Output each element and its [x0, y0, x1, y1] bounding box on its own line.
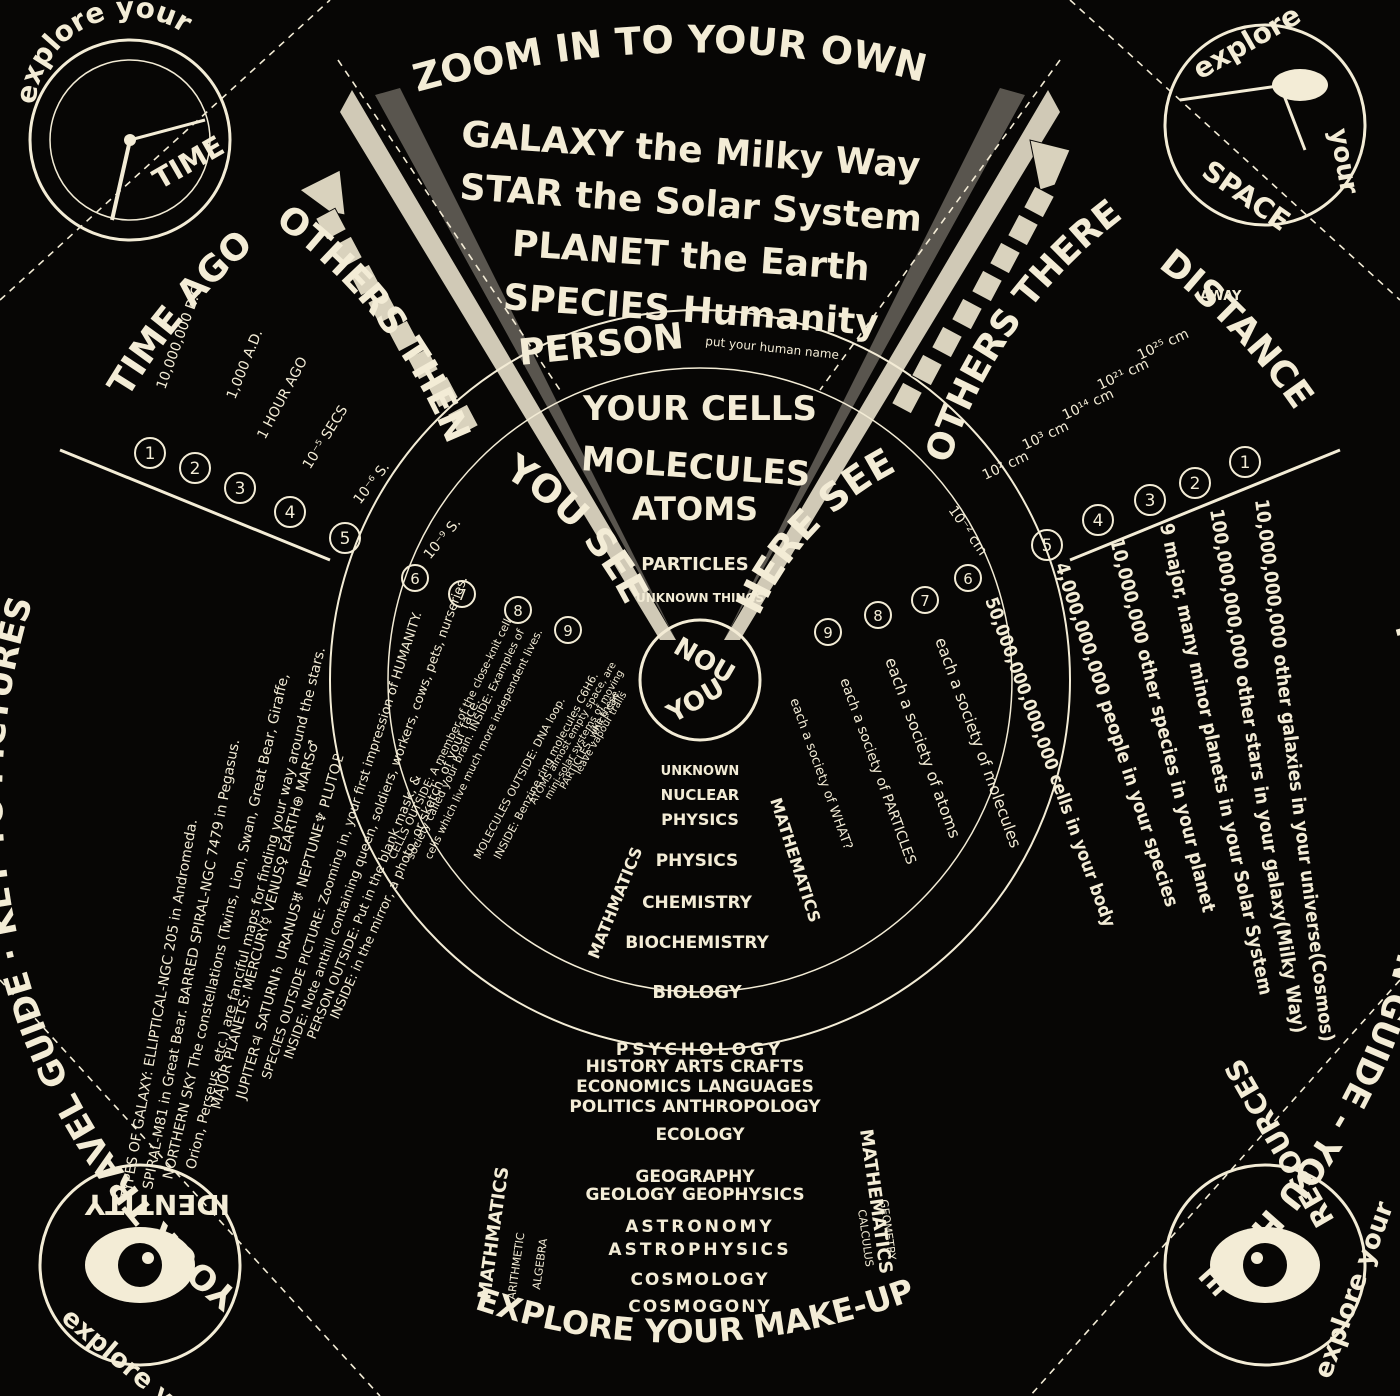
svg-text:7: 7 — [920, 592, 930, 610]
core-physics-1: PHYSICS — [661, 810, 739, 829]
svg-text:3: 3 — [235, 479, 246, 499]
distance-marker-9: 9 — [814, 618, 842, 646]
compass-hand-icon — [1179, 69, 1328, 151]
unknown-things: UNKNOWN THINGS — [636, 591, 764, 605]
science-geology-geophysics: GEOLOGY GEOPHYSICS — [585, 1185, 804, 1205]
inner-line-particles: PARTICLES — [641, 554, 748, 575]
time-marker-6: 6 — [401, 564, 429, 592]
core-nuclear: NUCLEAR — [661, 786, 740, 804]
science-astrophysics: ASTROPHYSICS — [608, 1240, 791, 1260]
science-cosmogony: COSMOGONY — [628, 1297, 771, 1317]
right-zigzag-arrow — [890, 139, 1071, 415]
svg-text:6: 6 — [963, 570, 973, 588]
svg-text:5: 5 — [340, 529, 351, 549]
svg-text:4: 4 — [1093, 511, 1104, 531]
svg-text:9: 9 — [563, 622, 573, 640]
svg-text:9: 9 — [823, 624, 833, 642]
svg-text:3: 3 — [1145, 491, 1156, 511]
science-geography: GEOGRAPHY — [635, 1167, 755, 1187]
science-economics-languages: ECONOMICS LANGUAGES — [576, 1077, 814, 1097]
core-chemistry: CHEMISTRY — [642, 893, 753, 913]
distance-marker-8: 8 — [864, 601, 892, 629]
distance-marker-5: 5 — [1031, 529, 1063, 561]
corner-identity-label: IDENTITY — [84, 1188, 230, 1221]
science-history-arts-crafts: HISTORY ARTS CRAFTS — [586, 1057, 805, 1077]
time-marker-4: 4 — [274, 496, 306, 528]
time-marker-8: 8 — [504, 596, 532, 624]
distance-marker-7: 7 — [911, 586, 939, 614]
svg-text:4: 4 — [285, 503, 296, 523]
svg-text:5: 5 — [1042, 536, 1053, 556]
time-marker-2: 2 — [179, 452, 211, 484]
core-biochemistry: BIOCHEMISTRY — [625, 933, 769, 953]
time-marker-1: 1 — [134, 437, 166, 469]
science-ecology: ECOLOGY — [655, 1125, 745, 1145]
time-marker-5: 5 — [329, 522, 361, 554]
zoom-beams — [340, 88, 1060, 640]
inner-line-cells: YOUR CELLS — [582, 389, 817, 429]
eye-icon — [85, 1227, 195, 1303]
eye-icon — [1210, 1227, 1320, 1303]
svg-text:2: 2 — [190, 459, 201, 479]
svg-text:8: 8 — [513, 602, 523, 620]
left-zigzag-arrow — [299, 169, 480, 437]
science-cosmology: COSMOLOGY — [630, 1270, 769, 1290]
svg-text:2: 2 — [1190, 474, 1201, 494]
distance-marker-3: 3 — [1134, 484, 1166, 516]
inner-line-atoms: ATOMS — [632, 490, 758, 528]
svg-text:7: 7 — [457, 586, 467, 604]
core-biology: BIOLOGY — [652, 982, 742, 1003]
distance-marker-6: 6 — [954, 564, 982, 592]
distance-marker-4: 4 — [1082, 504, 1114, 536]
distance-marker-1: 1 — [1229, 446, 1261, 478]
concentric-rings — [59, 309, 1341, 1051]
science-politics-anthropology: POLITICS ANTHROPOLOGY — [569, 1097, 821, 1117]
science-psychology: PSYCHOLOGY — [616, 1040, 784, 1060]
time-marker-7: 7 — [448, 580, 476, 608]
clock-hands-icon — [110, 118, 206, 221]
distance-marker-2: 2 — [1179, 467, 1211, 499]
svg-text:6: 6 — [410, 570, 420, 588]
time-marker-9: 9 — [554, 616, 582, 644]
core-physics-2: PHYSICS — [656, 851, 739, 871]
core-unknown: UNKNOWN — [661, 764, 740, 779]
time-marker-3: 3 — [224, 472, 256, 504]
away-label: AWAY — [1200, 289, 1242, 304]
science-astronomy: ASTRONOMY — [625, 1217, 774, 1237]
svg-text:1: 1 — [145, 444, 156, 464]
svg-text:1: 1 — [1240, 453, 1251, 473]
svg-text:8: 8 — [873, 607, 883, 625]
